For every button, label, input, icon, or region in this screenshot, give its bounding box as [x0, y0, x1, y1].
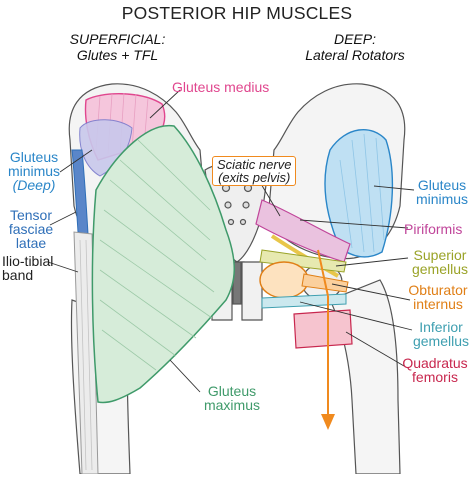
deep-heading-line2: Lateral Rotators	[305, 47, 405, 63]
gluteus-minimus-muscle	[324, 128, 394, 258]
iliotibial-band-line1: Ilio-tibial	[2, 253, 54, 269]
superior-gemellus-label: Superior gemellus	[410, 248, 470, 276]
sciatic-nerve-label: Sciatic nerve (exits pelvis)	[212, 156, 297, 186]
superior-gemellus-line2: gemellus	[411, 261, 469, 277]
tensor-fasciae-latae-line2: fasciae	[8, 221, 54, 237]
superficial-heading-line2: Glutes + TFL	[76, 47, 159, 63]
gluteus-maximus-muscle	[91, 124, 235, 404]
superficial-heading: SUPERFICIAL: Glutes + TFL	[55, 32, 180, 62]
tensor-fasciae-latae-line3: latae	[15, 235, 47, 251]
gluteus-minimus-deep-line3: (Deep)	[12, 177, 56, 193]
leader-lines	[47, 89, 415, 393]
deep-heading-line1: DEEP:	[333, 31, 376, 47]
quadratus-femoris-line2: femoris	[412, 369, 458, 385]
tensor-fasciae-latae-label: Tensor fasciae latae	[4, 208, 58, 250]
obturator-internus-line2: internus	[413, 296, 463, 312]
quadratus-femoris-line1: Quadratus	[402, 355, 468, 371]
gluteus-maximus-line1: Gluteus	[207, 383, 257, 399]
gluteus-minimus-line2: minimus	[415, 191, 469, 207]
inferior-gemellus-label: Inferior gemellus	[412, 320, 470, 348]
obturator-internus-line1: Obturator	[408, 282, 468, 298]
quadratus-femoris-muscle	[293, 309, 353, 349]
gluteus-minimus-deep-line2: minimus	[7, 163, 61, 179]
diagram-title: POSTERIOR HIP MUSCLES	[121, 3, 353, 23]
sciatic-nerve-arrow	[317, 249, 335, 430]
sciatic-nerve-line1: Sciatic nerve	[217, 157, 292, 172]
inferior-gemellus-line1: Inferior	[419, 319, 463, 335]
piriformis-label: Piriformis	[404, 221, 463, 237]
iliotibial-band-line2: band	[2, 267, 34, 283]
iliotibial-band-label: Ilio-tibial band	[2, 254, 53, 282]
superficial-heading-line1: SUPERFICIAL:	[69, 31, 166, 47]
obturator-internus-label: Obturator internus	[404, 283, 472, 311]
quadratus-femoris-label: Quadratus femoris	[400, 356, 470, 384]
sciatic-nerve-line2: (exits pelvis)	[218, 170, 291, 185]
superior-gemellus-line1: Superior	[413, 247, 467, 263]
tensor-fasciae-latae-line1: Tensor	[9, 207, 53, 223]
gluteus-minimus-label: Gluteus minimus	[414, 178, 470, 206]
gluteus-minimus-deep-label: Gluteus minimus (Deep)	[4, 150, 64, 192]
gluteus-maximus-label: Gluteus maximus	[202, 384, 262, 412]
inferior-gemellus-line2: gemellus	[412, 333, 470, 349]
gluteus-medius-label: Gluteus medius	[172, 79, 270, 95]
inferior-gemellus-muscle	[261, 293, 347, 309]
gluteus-minimus-deep-line1: Gluteus	[9, 149, 59, 165]
gluteus-maximus-line2: maximus	[203, 397, 260, 413]
superior-gemellus-muscle	[259, 249, 347, 273]
deep-heading: DEEP: Lateral Rotators	[290, 32, 420, 62]
gluteus-minimus-line1: Gluteus	[417, 177, 467, 193]
